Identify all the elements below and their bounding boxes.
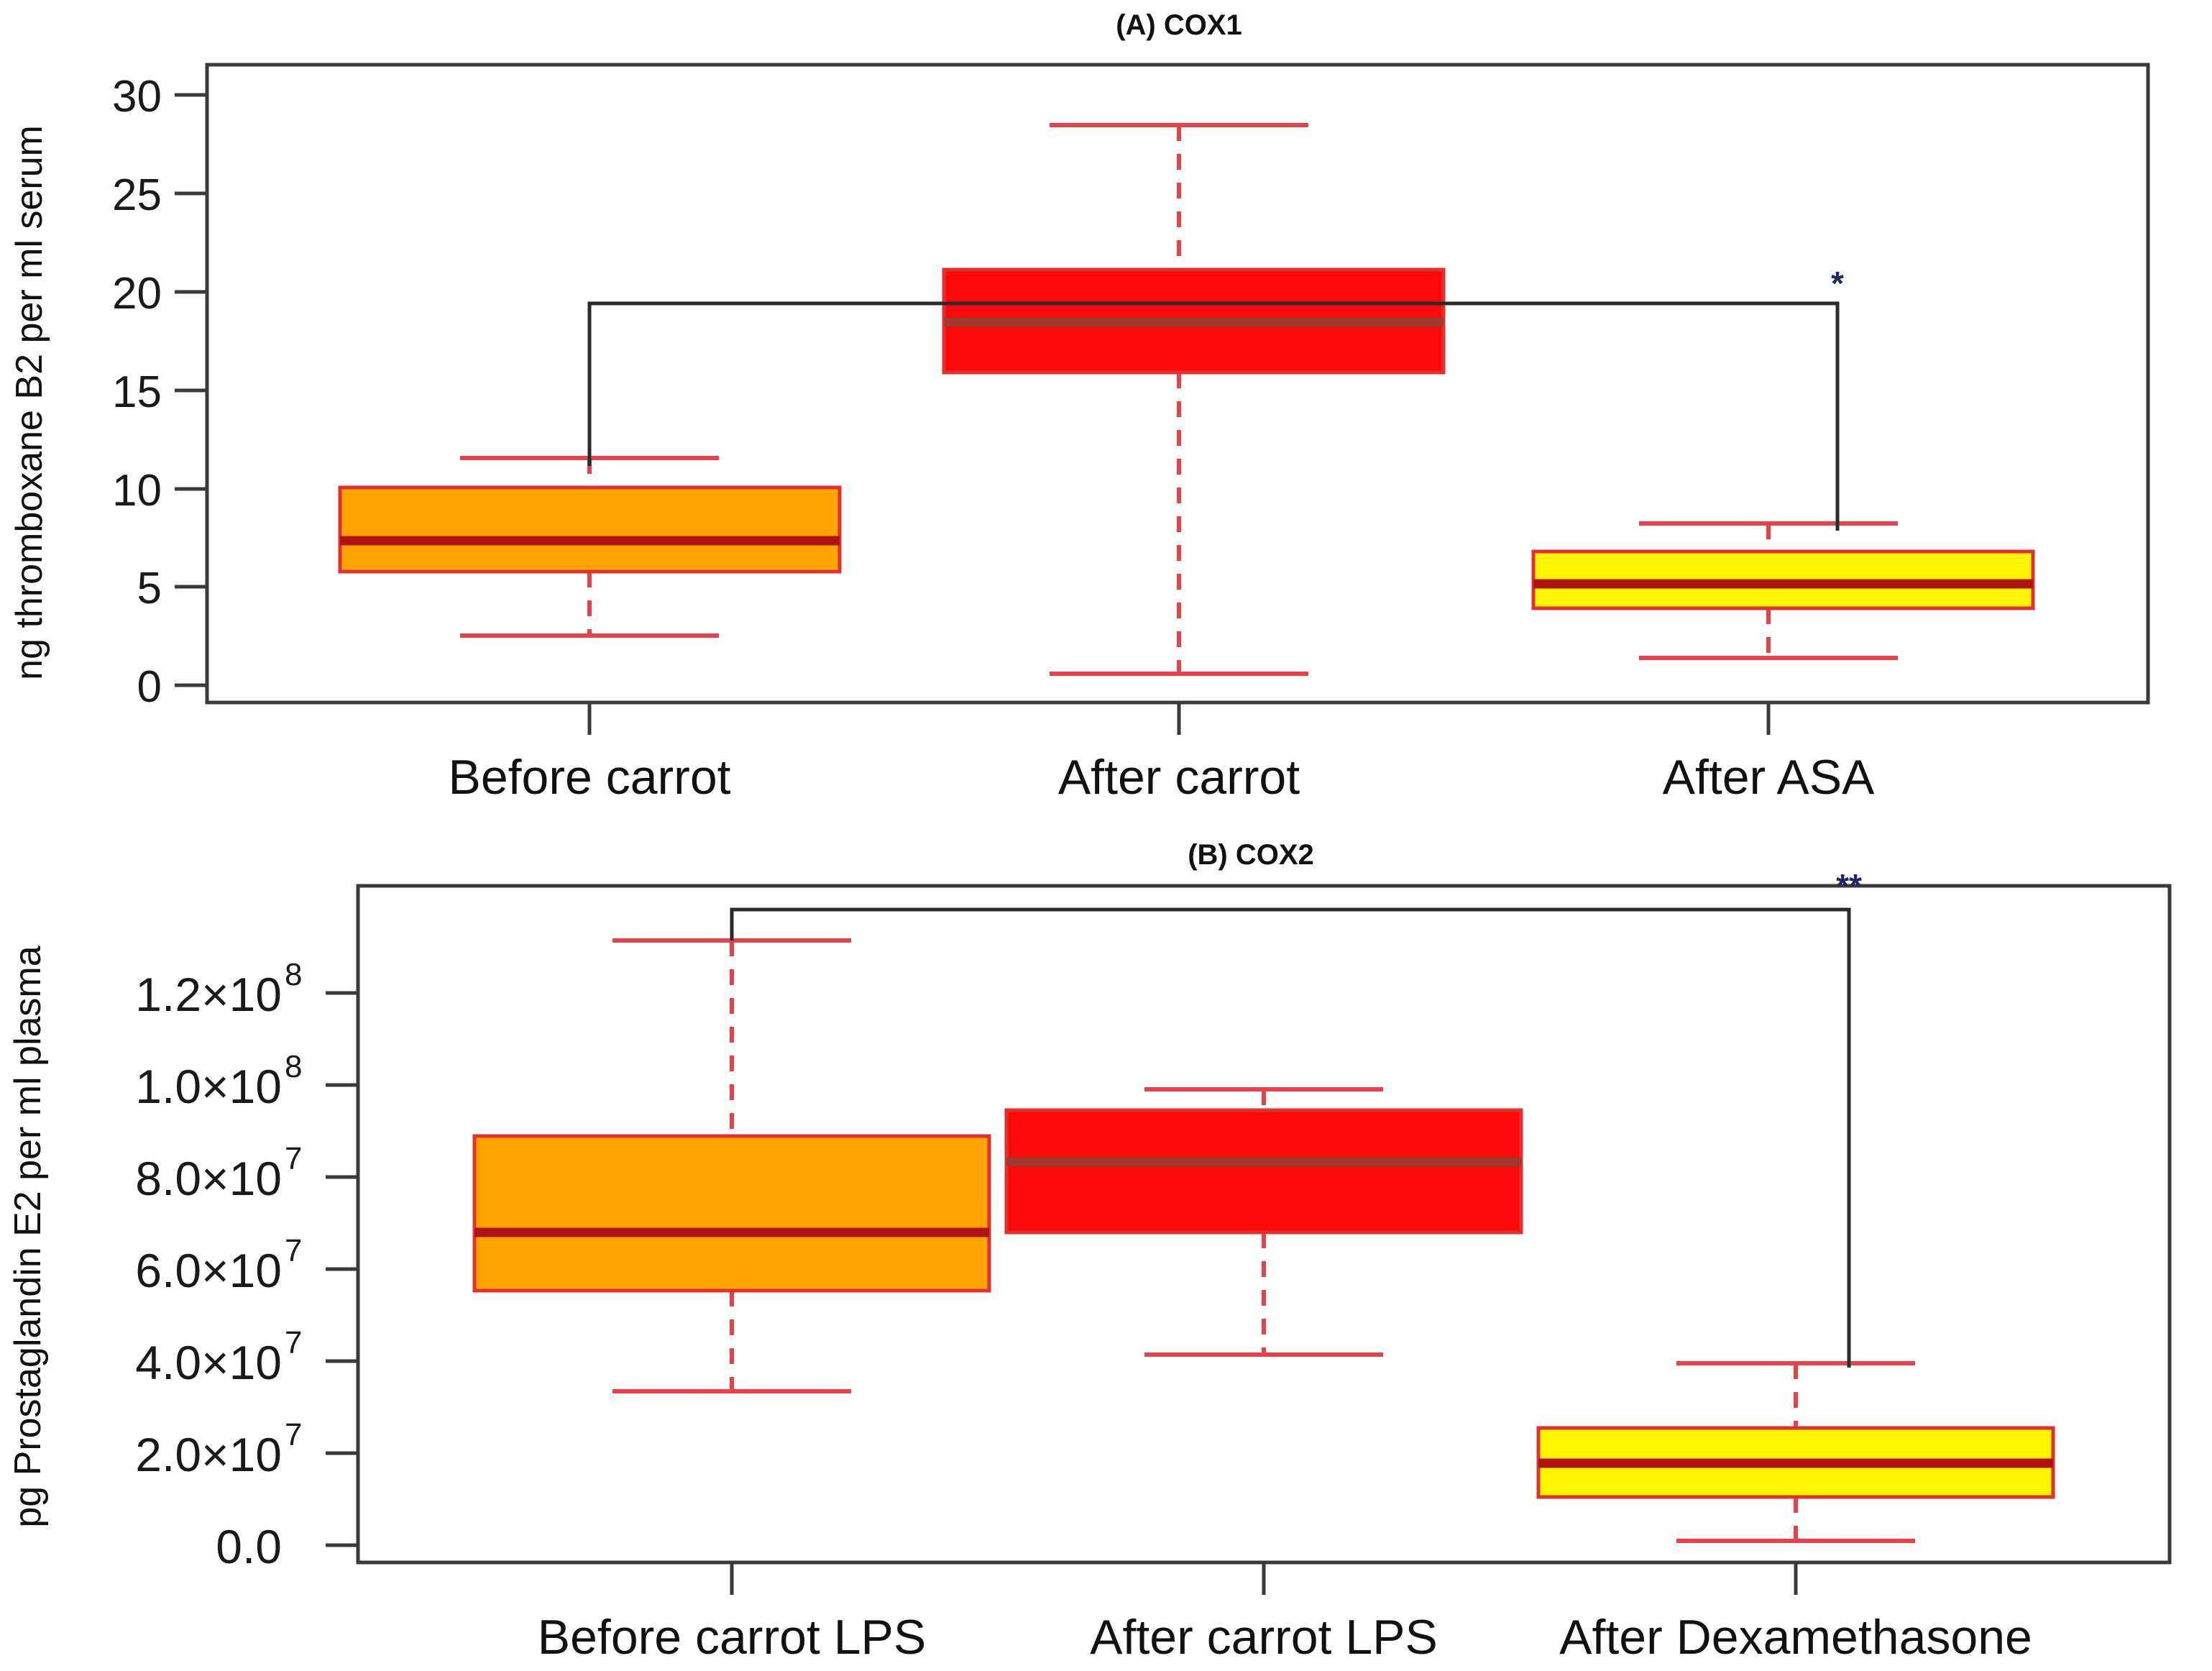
y-tick-exponent: 7 <box>285 1417 302 1452</box>
y-tick-label-group: 8.0×10 7 <box>135 1141 302 1205</box>
x-category-label: After carrot <box>1058 750 1300 805</box>
panel-a-title: (A) COX1 <box>1116 9 1242 41</box>
panel-a-y-axis-title: ng thromboxane B2 per ml serum <box>9 125 50 680</box>
y-tick-label-group: 2.0×10 7 <box>135 1417 302 1481</box>
panel-a-box-before-carrot[interactable] <box>338 456 842 638</box>
y-tick-label: 15 <box>112 367 162 417</box>
panel-b-significance-bracket: ** <box>730 867 1862 1368</box>
y-tick-label: 20 <box>112 269 162 319</box>
x-category-label: After carrot LPS <box>1090 1610 1438 1665</box>
panel-b-x-labels: Before carrot LPS After carrot LPS After… <box>538 1610 2032 1665</box>
x-category-label: Before carrot <box>448 750 730 805</box>
y-tick-label-group: 1.2×10 8 <box>135 957 302 1021</box>
box-body <box>338 485 842 574</box>
panel-a-cox1: (A) COX1 ng thromboxane B2 per ml serum … <box>9 9 2150 805</box>
panel-b-y-ticks <box>326 991 358 1547</box>
panel-b-cox2: (B) COX2 pg Prostaglandin E2 per ml plas… <box>7 839 2172 1665</box>
y-tick-label: 10 <box>112 466 162 516</box>
panel-a-y-ticks <box>175 93 207 687</box>
y-tick-exponent: 7 <box>285 1141 302 1176</box>
x-category-label: After Dexamethasone <box>1559 1610 2032 1665</box>
y-tick-exponent: 7 <box>285 1325 302 1360</box>
y-tick-label: 0 <box>137 662 162 712</box>
y-tick-label: 6.0×10 <box>135 1244 282 1297</box>
y-tick-label-group: 6.0×10 7 <box>135 1233 302 1297</box>
y-tick-exponent: 7 <box>285 1233 302 1268</box>
significance-marker: ** <box>1836 867 1862 905</box>
y-tick-exponent: 8 <box>285 957 302 992</box>
panel-a-significance-bracket: * <box>587 265 1844 531</box>
box-body <box>472 1134 991 1293</box>
y-tick-label: 4.0×10 <box>135 1336 282 1389</box>
x-category-label: Before carrot LPS <box>538 1610 926 1665</box>
y-tick-label: 1.2×10 <box>135 968 282 1021</box>
panel-a-box-after-carrot[interactable] <box>942 123 1446 676</box>
panel-b-title: (B) COX2 <box>1188 839 1314 871</box>
panel-b-box-before-carrot-lps[interactable] <box>472 938 991 1393</box>
y-tick-label-group: 1.0×10 8 <box>135 1049 302 1113</box>
significance-marker: * <box>1831 265 1844 302</box>
panel-b-box-after-dexamethasone[interactable] <box>1536 1361 2055 1543</box>
panel-a-box-after-asa[interactable] <box>1531 521 2035 660</box>
y-tick-label: 25 <box>112 170 162 220</box>
panel-a-x-ticks <box>587 702 1771 735</box>
x-category-label: After ASA <box>1663 750 1875 805</box>
y-tick-label: 2.0×10 <box>135 1428 282 1481</box>
box-body <box>1004 1108 1523 1235</box>
panel-a-x-labels: Before carrot After carrot After ASA <box>448 750 1875 805</box>
panel-b-box-after-carrot-lps[interactable] <box>1004 1087 1523 1357</box>
panel-b-y-tick-labels: 1.2×10 8 1.0×10 8 8.0×10 7 6.0×10 7 4.0×… <box>135 957 302 1573</box>
y-tick-exponent: 8 <box>285 1049 302 1084</box>
y-tick-label: 8.0×10 <box>135 1152 282 1205</box>
panel-b-y-axis-title: pg Prostaglandin E2 per ml plasma <box>7 946 49 1527</box>
y-tick-label-group: 4.0×10 7 <box>135 1325 302 1389</box>
y-tick-label: 1.0×10 <box>135 1060 282 1113</box>
y-tick-label: 0.0 <box>216 1520 282 1573</box>
y-tick-label-group: 0.0 <box>216 1520 282 1573</box>
y-tick-label: 5 <box>137 564 162 613</box>
panel-b-x-ticks <box>730 1562 1798 1595</box>
panel-a-y-tick-labels: 30 25 20 15 10 5 0 <box>112 72 162 712</box>
y-tick-label: 30 <box>112 72 162 122</box>
